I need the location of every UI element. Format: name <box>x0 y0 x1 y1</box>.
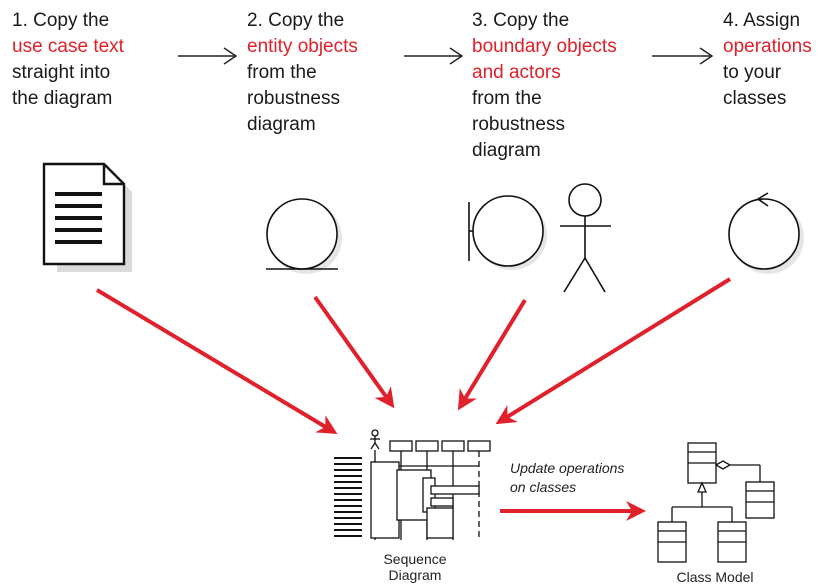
step-arrow-3-to-4 <box>652 47 714 65</box>
update-note-line-1: Update operations <box>510 460 625 476</box>
step-2-verb: Copy the <box>268 10 345 31</box>
step-3-line-6: diagram <box>472 140 541 161</box>
red-arrow-boundary-actor <box>457 298 527 411</box>
step-2-line-5: diagram <box>247 114 316 135</box>
control-object-icon <box>728 192 804 274</box>
step-2-highlight: entity objects <box>247 36 358 57</box>
sequence-text-lines <box>334 457 362 537</box>
red-arrow-use-case <box>95 288 338 435</box>
update-operations-note: Update operations on classes <box>510 459 624 497</box>
step-2-number: 2. <box>247 10 263 31</box>
step-4-verb: Assign <box>743 10 801 31</box>
step-2-line-3: from the <box>247 62 317 83</box>
step-arrow-1-to-2 <box>178 47 238 65</box>
sequence-diagram-label: Sequence Diagram <box>370 551 460 583</box>
step-1-highlight: use case text <box>12 36 124 57</box>
step-1-line-3: straight into <box>12 62 111 83</box>
sequence-label-line-2: Diagram <box>388 567 442 583</box>
step-3-verb: Copy the <box>493 10 570 31</box>
step-4-number: 4. <box>723 10 739 31</box>
step-1-text: 1. Copy the use case text straight into … <box>12 8 124 112</box>
red-arrow-entity <box>313 295 395 409</box>
use-case-document-icon <box>42 162 132 272</box>
step-3-line-4: from the <box>472 88 542 109</box>
update-note-line-2: on classes <box>510 479 577 495</box>
step-4-text: 4. Assign operations to your classes <box>723 8 812 112</box>
actor-stick-figure-icon <box>560 183 611 293</box>
step-4-line-3: to your <box>723 62 782 83</box>
step-4-highlight: operations <box>723 36 812 57</box>
step-3-highlight-2: and actors <box>472 62 561 83</box>
red-arrow-control <box>495 277 732 425</box>
sequence-actor-mini <box>370 429 380 450</box>
boundary-object-icon <box>468 195 547 270</box>
step-4-line-4: classes <box>723 88 787 109</box>
entity-object-icon <box>266 198 342 274</box>
step-1-verb: Copy the <box>33 10 110 31</box>
step-2-line-4: robustness <box>247 88 340 109</box>
step-1-line-4: the diagram <box>12 88 113 109</box>
class-model-thumbnail <box>657 442 775 563</box>
step-3-highlight-1: boundary objects <box>472 36 617 57</box>
step-2-text: 2. Copy the entity objects from the robu… <box>247 8 358 138</box>
step-arrow-2-to-3 <box>404 47 464 65</box>
step-3-line-5: robustness <box>472 114 565 135</box>
sequence-diagram-thumbnail <box>334 429 491 540</box>
sequence-label-line-1: Sequence <box>383 551 447 567</box>
step-3-number: 3. <box>472 10 488 31</box>
step-3-text: 3. Copy the boundary objects and actors … <box>472 8 617 164</box>
step-1-number: 1. <box>12 10 28 31</box>
class-model-label-text: Class Model <box>676 569 754 585</box>
class-model-label: Class Model <box>660 569 770 585</box>
